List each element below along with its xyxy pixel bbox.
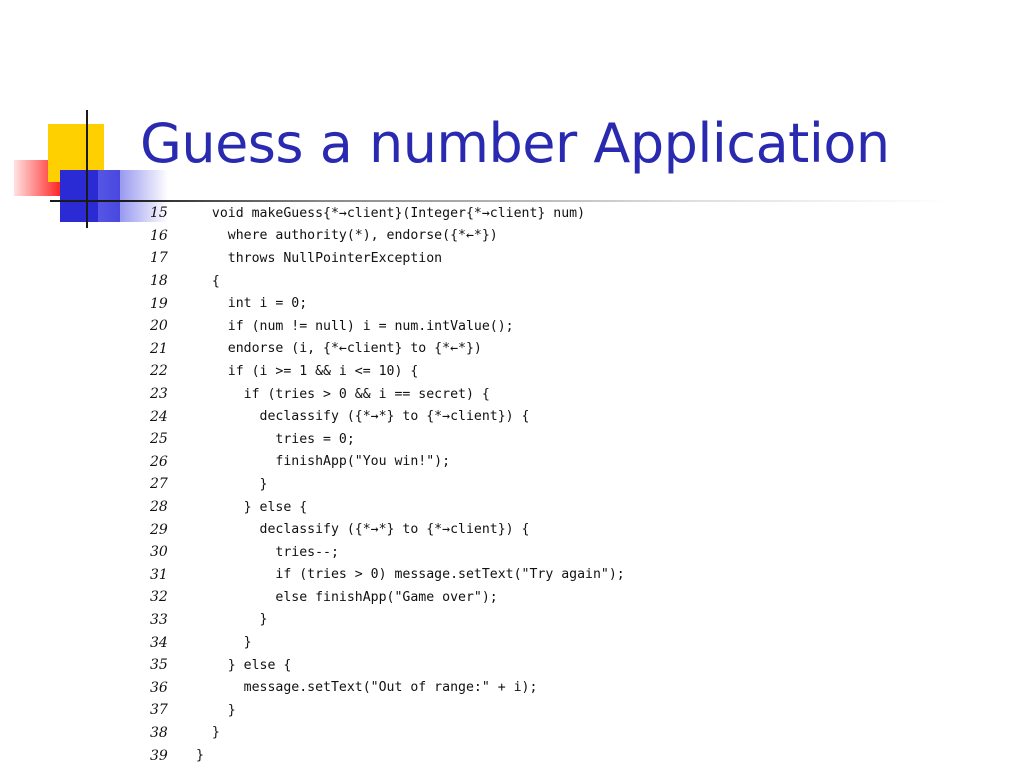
line-number: 28: [150, 499, 168, 516]
code-line: 21 endorse (i, {*←client} to {*←*}): [150, 338, 910, 361]
code-text: }: [196, 748, 204, 764]
line-number: 29: [150, 521, 168, 538]
code-line: 26 finishApp("You win!");: [150, 451, 910, 474]
code-text: int i = 0;: [196, 296, 308, 312]
code-line: 30 tries--;: [150, 541, 910, 564]
line-number: 38: [150, 724, 168, 741]
code-line: 23 if (tries > 0 && i == secret) {: [150, 383, 910, 406]
line-number: 27: [150, 476, 168, 493]
code-text: if (tries > 0) message.setText("Try agai…: [196, 567, 625, 583]
code-line: 24 declassify ({*→*} to {*→client}) {: [150, 405, 910, 428]
code-text: endorse (i, {*←client} to {*←*}): [196, 341, 482, 357]
line-number: 31: [150, 566, 168, 583]
code-text: finishApp("You win!");: [196, 454, 451, 470]
code-line: 33 }: [150, 609, 910, 632]
line-number: 20: [150, 318, 168, 335]
line-number: 34: [150, 634, 168, 651]
code-text: if (i >= 1 && i <= 10) {: [196, 363, 419, 379]
line-number: 16: [150, 227, 168, 244]
title-underline: [50, 200, 950, 202]
code-text: where authority(*), endorse({*←*}): [196, 228, 498, 244]
slide-title: Guess a number Application: [140, 112, 890, 175]
code-text: if (tries > 0 && i == secret) {: [196, 386, 490, 402]
code-line: 16 where authority(*), endorse({*←*}): [150, 225, 910, 248]
code-line: 18 {: [150, 270, 910, 293]
code-line: 38 }: [150, 722, 910, 745]
code-line: 15 void makeGuess{*→client}(Integer{*→cl…: [150, 202, 910, 225]
code-line: 35 } else {: [150, 654, 910, 677]
line-number: 36: [150, 679, 168, 696]
code-text: }: [196, 635, 252, 651]
code-text: tries = 0;: [196, 431, 355, 447]
line-number: 25: [150, 431, 168, 448]
code-text: }: [196, 702, 236, 718]
code-text: }: [196, 476, 268, 492]
code-listing: 15 void makeGuess{*→client}(Integer{*→cl…: [150, 202, 910, 767]
code-line: 19 int i = 0;: [150, 292, 910, 315]
code-text: }: [196, 612, 268, 628]
code-text: } else {: [196, 657, 292, 673]
code-text: } else {: [196, 499, 308, 515]
code-text: }: [196, 725, 220, 741]
logo-blue-fade: [98, 170, 168, 222]
line-number: 22: [150, 363, 168, 380]
code-line: 31 if (tries > 0) message.setText("Try a…: [150, 564, 910, 587]
logo-vertical-line: [86, 110, 88, 228]
code-line: 32 else finishApp("Game over");: [150, 586, 910, 609]
code-line: 37 }: [150, 699, 910, 722]
line-number: 39: [150, 747, 168, 764]
code-text: declassify ({*→*} to {*→client}) {: [196, 409, 530, 425]
line-number: 21: [150, 340, 168, 357]
code-text: else finishApp("Game over");: [196, 589, 498, 605]
code-line: 28 } else {: [150, 496, 910, 519]
line-number: 24: [150, 408, 168, 425]
line-number: 30: [150, 544, 168, 561]
line-number: 17: [150, 250, 168, 267]
line-number: 33: [150, 611, 168, 628]
code-text: throws NullPointerException: [196, 250, 443, 266]
code-text: tries--;: [196, 544, 339, 560]
code-line: 39}: [150, 744, 910, 767]
code-text: message.setText("Out of range:" + i);: [196, 680, 538, 696]
code-line: 29 declassify ({*→*} to {*→client}) {: [150, 518, 910, 541]
line-number: 35: [150, 657, 168, 674]
code-line: 25 tries = 0;: [150, 428, 910, 451]
line-number: 19: [150, 295, 168, 312]
code-line: 34 }: [150, 631, 910, 654]
code-line: 20 if (num != null) i = num.intValue();: [150, 315, 910, 338]
line-number: 23: [150, 386, 168, 403]
line-number: 37: [150, 702, 168, 719]
code-line: 22 if (i >= 1 && i <= 10) {: [150, 360, 910, 383]
line-number: 32: [150, 589, 168, 606]
code-text: if (num != null) i = num.intValue();: [196, 318, 514, 334]
code-text: {: [196, 273, 220, 289]
code-line: 27 }: [150, 473, 910, 496]
line-number: 18: [150, 273, 168, 290]
line-number: 26: [150, 453, 168, 470]
code-line: 17 throws NullPointerException: [150, 247, 910, 270]
code-text: declassify ({*→*} to {*→client}) {: [196, 522, 530, 538]
code-text: void makeGuess{*→client}(Integer{*→clien…: [196, 205, 586, 221]
code-line: 36 message.setText("Out of range:" + i);: [150, 676, 910, 699]
line-number: 15: [150, 205, 168, 222]
